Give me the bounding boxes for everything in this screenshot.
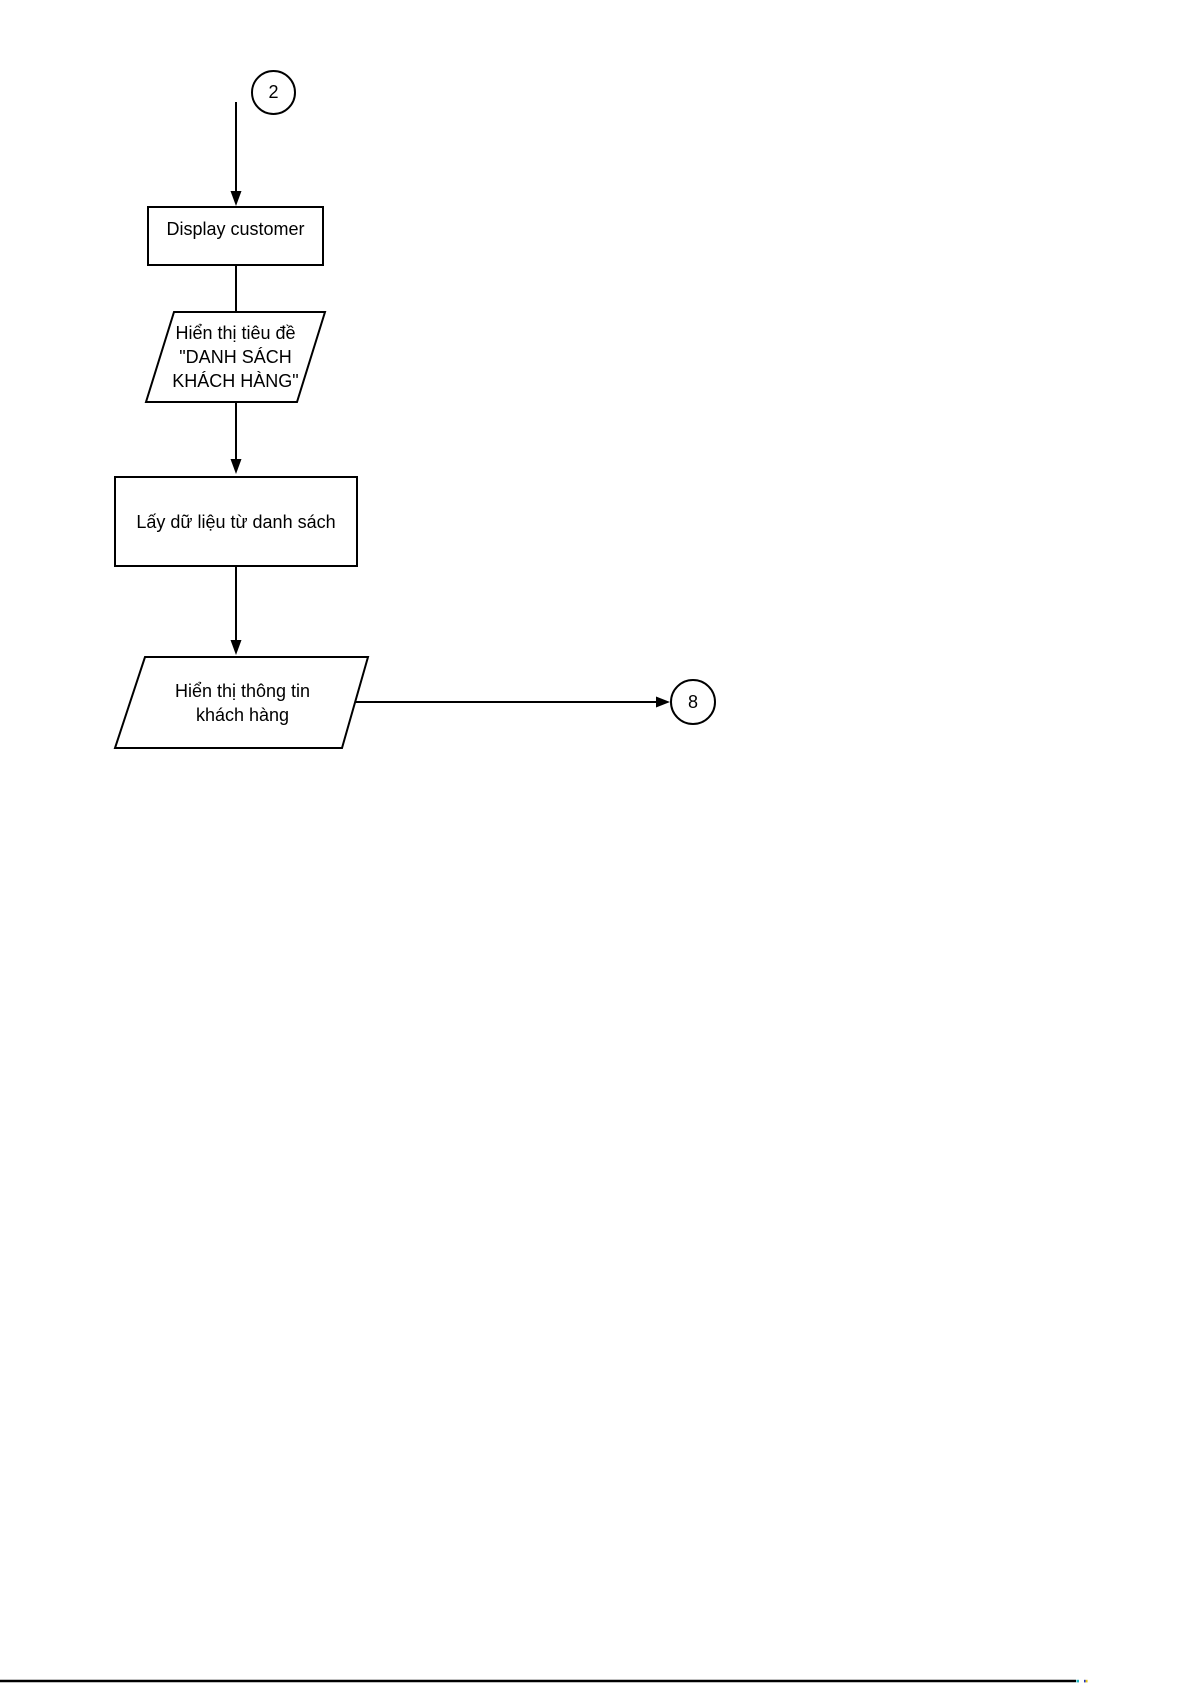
bottom-rule-artifact-blue (1084, 1679, 1086, 1683)
start-connector-circle (251, 70, 296, 115)
arrow-show-title-to-get-data (230, 402, 242, 474)
io-node-show-title-shape (144, 311, 327, 403)
arrow-get-data-to-show-info (230, 566, 242, 655)
end-connector-circle (670, 679, 716, 725)
io-node-show-info-shape (113, 656, 370, 749)
arrow-start-to-display-customer (230, 102, 242, 206)
arrow-show-info-to-end (356, 696, 670, 708)
bottom-rule-artifact-teal (1076, 1679, 1079, 1683)
process-node-get-data-shape (114, 476, 358, 567)
bottom-rule-artifact-yellow (1085, 1679, 1088, 1683)
process-node-display-customer-shape (147, 206, 324, 266)
